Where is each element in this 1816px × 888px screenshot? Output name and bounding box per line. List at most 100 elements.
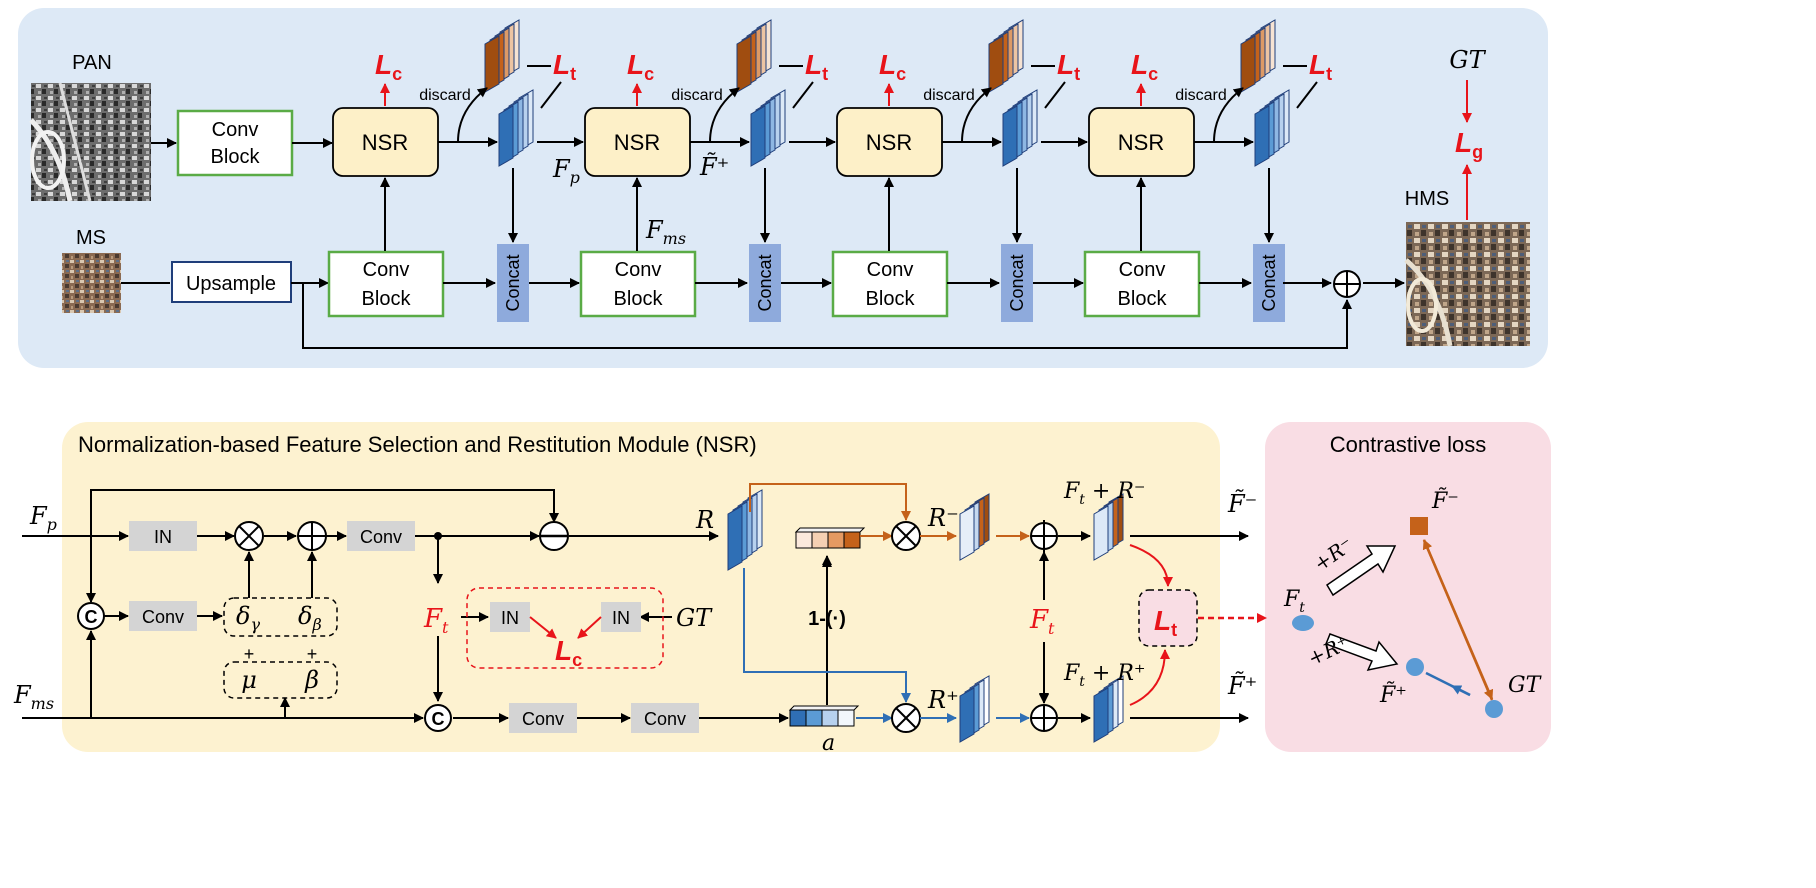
ftm-slab — [1093, 505, 1109, 561]
lt-arrow-top — [1129, 544, 1173, 587]
delta-box — [223, 597, 338, 637]
svg-text:Conv: Conv — [644, 709, 686, 729]
nsr-panel — [62, 422, 1220, 752]
plus-sign-1: + — [244, 644, 255, 664]
lc-label-nsr: Lc — [555, 635, 582, 670]
ftilde-plus-output: F̃⁺ — [1227, 672, 1257, 700]
discard-label: discard — [419, 87, 471, 104]
concat-node-2: C — [424, 704, 452, 732]
discarded-stack — [1240, 19, 1276, 93]
concat-node-1: C — [77, 602, 105, 630]
nsr-block: NSR — [332, 107, 439, 177]
ms-label: MS — [76, 227, 106, 249]
svg-text:Conv: Conv — [360, 527, 402, 547]
contrastive-panel — [1265, 422, 1551, 752]
multiply-node-bottom — [891, 703, 921, 733]
fp-label-top: Fp — [552, 155, 580, 187]
nsr-label: NSR — [866, 130, 912, 155]
nsr-label: NSR — [362, 130, 408, 155]
add-node-top — [1333, 270, 1361, 298]
ftilde-plus-point — [1406, 658, 1424, 676]
gt-to-ftilde-plus-arrow — [1451, 684, 1471, 697]
ft-plus-rminus-stack — [1093, 493, 1124, 561]
feature-stack — [1002, 89, 1038, 167]
conv-block-label-line1: Conv — [212, 119, 259, 141]
a-label: a — [822, 731, 835, 756]
svg-text:Concat: Concat — [1007, 254, 1027, 311]
beta-label: β — [304, 666, 319, 694]
one-minus-label: 1-(·) — [808, 608, 846, 630]
discard-slab — [1240, 35, 1256, 93]
r-label: R — [695, 506, 714, 534]
loss-c: Lc — [1131, 49, 1158, 84]
ftilde-plus-label-top: F̃⁺ — [699, 153, 729, 181]
nsr-block: NSR — [584, 107, 691, 177]
in-box-1: IN — [129, 521, 197, 551]
svg-text:Conv: Conv — [615, 259, 662, 281]
pan-image — [29, 82, 151, 202]
ms-image — [62, 253, 121, 313]
discard-arrow — [457, 87, 488, 143]
discard-slab — [988, 35, 1004, 93]
ftilde-plus-point-label: F̃⁺ — [1379, 682, 1407, 708]
conv-box-4: Conv — [631, 703, 699, 733]
conv-box-3: Conv — [509, 703, 577, 733]
nsr-block: NSR — [1088, 107, 1195, 177]
discard-slab — [484, 35, 500, 93]
mu-label: μ — [241, 666, 257, 694]
vector-cell — [827, 531, 845, 549]
gt-point — [1485, 700, 1503, 718]
svg-text:Concat: Concat — [755, 254, 775, 311]
vector-cell — [789, 709, 807, 727]
feature-slab — [498, 105, 514, 167]
conv-box-2: Conv — [129, 601, 197, 631]
rminus-label: R⁻ — [927, 504, 959, 532]
fp-input-label: Fp — [29, 502, 57, 534]
loss-t: Lt — [553, 49, 576, 84]
lt-arrow-bottom — [1129, 649, 1170, 706]
lc-arrow-left — [529, 616, 557, 639]
branch-dot — [434, 532, 442, 540]
lt-label: Lt — [1154, 605, 1177, 640]
loss-t: Lt — [805, 49, 828, 84]
feature-stack — [498, 89, 534, 167]
nsr-title: Normalization-based Feature Selection an… — [78, 432, 757, 457]
ft-label-right: Ft — [1029, 605, 1055, 638]
svg-text:IN: IN — [154, 527, 172, 547]
upsample-block: Upsample — [171, 261, 292, 303]
vector-cell — [821, 709, 839, 727]
svg-text:IN: IN — [612, 608, 630, 628]
add-node-1 — [297, 521, 327, 551]
ftp-slab — [1093, 687, 1109, 743]
delta-gamma: δγ — [236, 602, 260, 634]
feature-slab — [1254, 105, 1270, 167]
in-box-2: IN — [490, 602, 530, 632]
svg-text:Block: Block — [614, 288, 664, 310]
nsr-connections — [22, 489, 1249, 723]
ftilde-minus-output: F̃⁻ — [1227, 490, 1257, 518]
svg-text:Conv: Conv — [867, 259, 914, 281]
fms-label-top: Fms — [645, 216, 686, 248]
ft-point-label: Ft — [1283, 587, 1305, 616]
concat-block: Concat — [1253, 244, 1285, 322]
loss-t: Lt — [1057, 49, 1080, 84]
svg-text:Concat: Concat — [503, 254, 523, 311]
rplus-label: R⁺ — [927, 686, 959, 714]
lt-connector — [540, 81, 562, 109]
svg-text:Conv: Conv — [142, 607, 184, 627]
svg-text:Conv: Conv — [522, 709, 564, 729]
svg-text:Block: Block — [1118, 288, 1168, 310]
weight-vector-a — [788, 705, 860, 727]
svg-text:Concat: Concat — [1259, 254, 1279, 311]
hollow-arrow-minus — [1325, 545, 1397, 597]
discard-arrow — [1213, 87, 1244, 143]
discarded-stack — [484, 19, 520, 93]
discarded-stack — [988, 19, 1024, 93]
